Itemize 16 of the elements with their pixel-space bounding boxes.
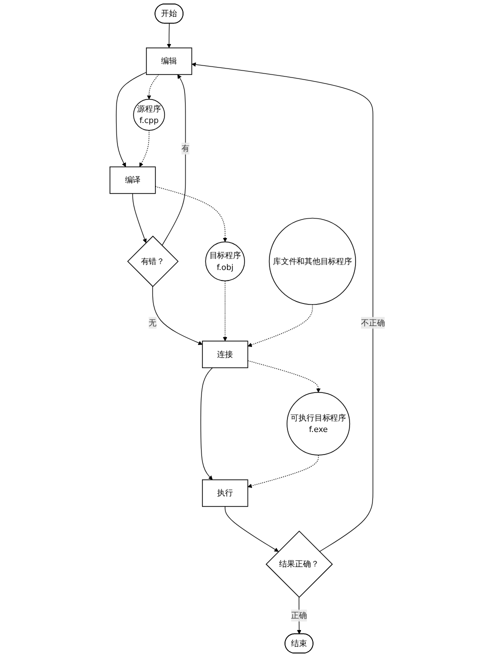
arrow — [167, 23, 172, 48]
arrow — [248, 304, 313, 347]
arrow — [192, 62, 374, 552]
arrow — [140, 130, 150, 168]
arrow — [248, 454, 319, 488]
arrow — [147, 74, 160, 100]
arrow — [162, 74, 186, 246]
arrow — [200, 367, 213, 480]
arrow — [224, 506, 279, 552]
arrow — [116, 72, 147, 168]
arrow — [155, 186, 228, 242]
arrow — [132, 193, 147, 244]
arrow — [223, 280, 228, 342]
arrow — [297, 596, 302, 634]
arrow — [152, 286, 203, 345]
arrow — [248, 360, 321, 393]
